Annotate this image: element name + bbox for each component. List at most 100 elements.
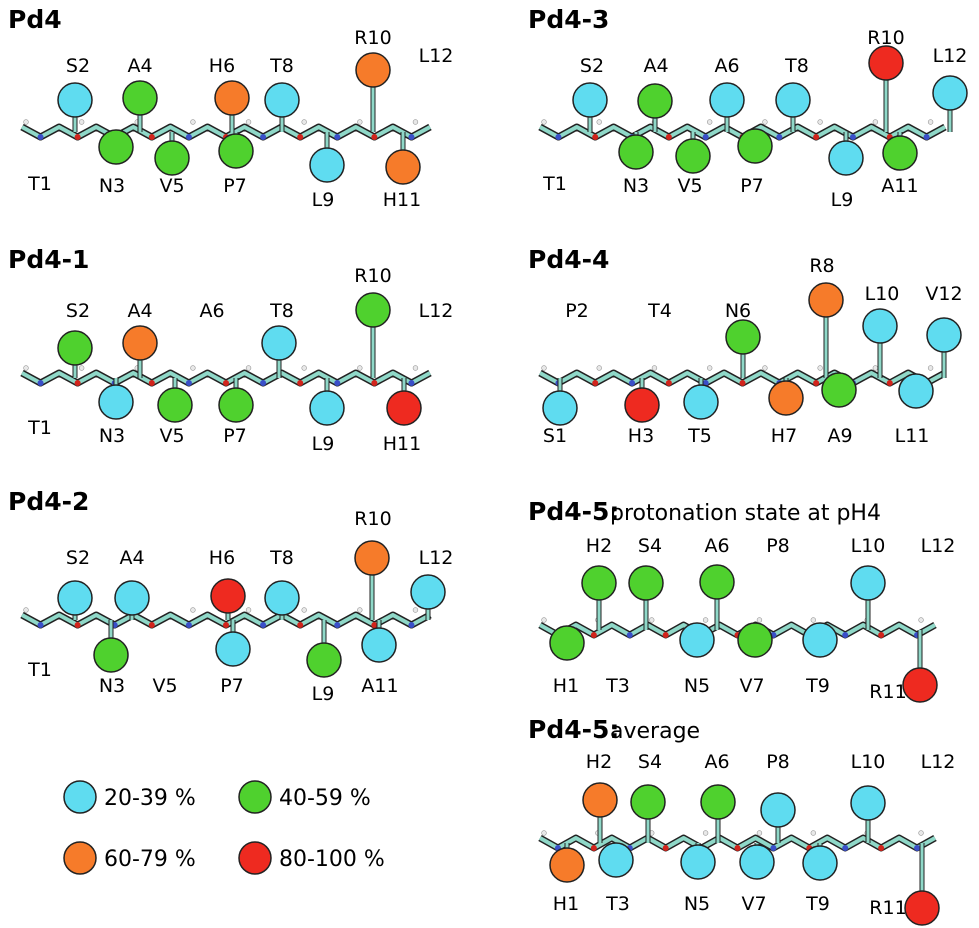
residue-L9: L9 bbox=[306, 620, 342, 705]
backbone-atom bbox=[223, 622, 229, 628]
residue-marker-H11 bbox=[386, 390, 422, 426]
residue-R10: R10 bbox=[867, 27, 905, 132]
panel-title: Pd4-5: bbox=[528, 497, 619, 526]
residue-R11: R11 bbox=[869, 630, 938, 703]
hydrogen-atom bbox=[918, 617, 924, 623]
backbone-atom bbox=[662, 632, 669, 638]
residue-H2: H2 bbox=[581, 535, 617, 630]
residue-label: H3 bbox=[628, 425, 654, 447]
residue-marker-H3 bbox=[624, 387, 660, 423]
backbone-atom bbox=[334, 380, 341, 386]
hydrogen-atom bbox=[412, 119, 419, 125]
residue-label: V7 bbox=[739, 675, 764, 697]
residue-R10: R10 bbox=[354, 27, 392, 132]
legend-swatch bbox=[63, 841, 97, 875]
residue-marker-H7 bbox=[768, 380, 804, 416]
residue-label: H11 bbox=[383, 433, 421, 455]
residue-V5: V5 bbox=[675, 132, 711, 197]
backbone-atom bbox=[260, 134, 267, 140]
residue-label: T8 bbox=[269, 55, 294, 77]
residue-marker-N3 bbox=[98, 384, 134, 420]
hydrogen-atom bbox=[817, 365, 823, 371]
residue-H3: H3 bbox=[624, 378, 660, 447]
residue-R10: R10 bbox=[354, 265, 392, 378]
residue-marker-N3 bbox=[98, 129, 134, 165]
residue-label: N5 bbox=[684, 675, 710, 697]
backbone-atom bbox=[842, 845, 849, 851]
residue-label: T4 bbox=[647, 300, 672, 322]
residue-label: S4 bbox=[638, 535, 662, 557]
backbone-atom bbox=[297, 134, 304, 140]
residue-T8: T8 bbox=[261, 300, 297, 378]
residue-H11: H11 bbox=[383, 132, 421, 211]
hydrogen-atom bbox=[541, 830, 547, 836]
backbone-atom bbox=[334, 134, 341, 140]
residue-label: L10 bbox=[851, 535, 886, 557]
residue-T8: T8 bbox=[264, 547, 300, 620]
residue-label: A4 bbox=[643, 55, 668, 77]
residue-marker-S4 bbox=[628, 565, 664, 601]
residue-L11: L11 bbox=[895, 373, 934, 447]
panel-subtitle: average bbox=[610, 719, 700, 744]
backbone-atom bbox=[914, 845, 921, 851]
residue-A11: A11 bbox=[361, 620, 399, 697]
residue-label: S2 bbox=[580, 55, 604, 77]
legend-label: 40-59 % bbox=[279, 786, 371, 811]
backbone-atom bbox=[223, 380, 229, 386]
residue-T9: T9 bbox=[802, 843, 838, 915]
residue-marker-A6 bbox=[709, 82, 745, 118]
residue-label: A11 bbox=[361, 675, 398, 697]
residue-label: N3 bbox=[99, 425, 125, 447]
residue-T5: T5 bbox=[683, 378, 719, 447]
residue-marker-V7 bbox=[739, 844, 775, 880]
residue-label: T1 bbox=[27, 417, 52, 439]
hydrogen-atom bbox=[762, 119, 768, 125]
residue-label: T1 bbox=[27, 173, 52, 195]
residue-P8: P8 bbox=[760, 751, 796, 843]
legend: 20-39 %40-59 %60-79 %80-100 % bbox=[63, 780, 385, 875]
residue-marker-R11 bbox=[902, 667, 938, 703]
legend-item-1: 20-39 % bbox=[63, 780, 196, 814]
backbone-atom bbox=[878, 632, 885, 638]
residue-marker-P7 bbox=[737, 128, 773, 164]
residue-label: A6 bbox=[199, 300, 224, 322]
residue-T3: T3 bbox=[605, 675, 630, 697]
residue-label: H1 bbox=[553, 893, 579, 915]
residue-marker-T5 bbox=[683, 384, 719, 420]
residue-label: T3 bbox=[605, 893, 630, 915]
hydrogen-atom bbox=[756, 617, 763, 623]
residue-marker-S4 bbox=[630, 784, 666, 820]
residue-marker-L10 bbox=[850, 565, 886, 601]
residue-label: T8 bbox=[784, 55, 809, 77]
hydrogen-atom bbox=[78, 365, 85, 371]
residue-label: V12 bbox=[925, 283, 962, 305]
residue-marker-A9 bbox=[821, 372, 857, 408]
residue-L12: L12 bbox=[921, 751, 956, 773]
backbone-atom bbox=[923, 134, 930, 140]
residue-marker-L10 bbox=[862, 308, 898, 344]
residue-L9: L9 bbox=[309, 132, 345, 211]
residue-marker-T8 bbox=[264, 580, 300, 616]
backbone-atom bbox=[297, 380, 304, 386]
residue-label: A4 bbox=[127, 300, 152, 322]
residue-S2: S2 bbox=[57, 547, 93, 620]
residue-H7: H7 bbox=[768, 378, 804, 447]
panels-layer: Pd4T1S2N3A4V5H6P7T8L9R10H11L12Pd4-3T1S2N… bbox=[8, 5, 968, 926]
residue-L12: L12 bbox=[932, 45, 968, 132]
residue-V5: V5 bbox=[152, 675, 177, 697]
residue-V12: V12 bbox=[925, 283, 963, 378]
backbone-atom bbox=[702, 380, 709, 386]
hydrogen-atom bbox=[190, 607, 196, 613]
residue-label: P2 bbox=[565, 300, 589, 322]
residue-marker-S2 bbox=[57, 580, 93, 616]
residue-L10: L10 bbox=[862, 283, 899, 378]
residue-marker-L11 bbox=[898, 373, 934, 409]
residue-marker-H6 bbox=[214, 80, 250, 116]
residue-marker-P8 bbox=[760, 792, 796, 828]
hydrogen-atom bbox=[706, 119, 713, 125]
residue-marker-A6 bbox=[699, 564, 735, 600]
residue-marker-P7 bbox=[218, 387, 254, 423]
